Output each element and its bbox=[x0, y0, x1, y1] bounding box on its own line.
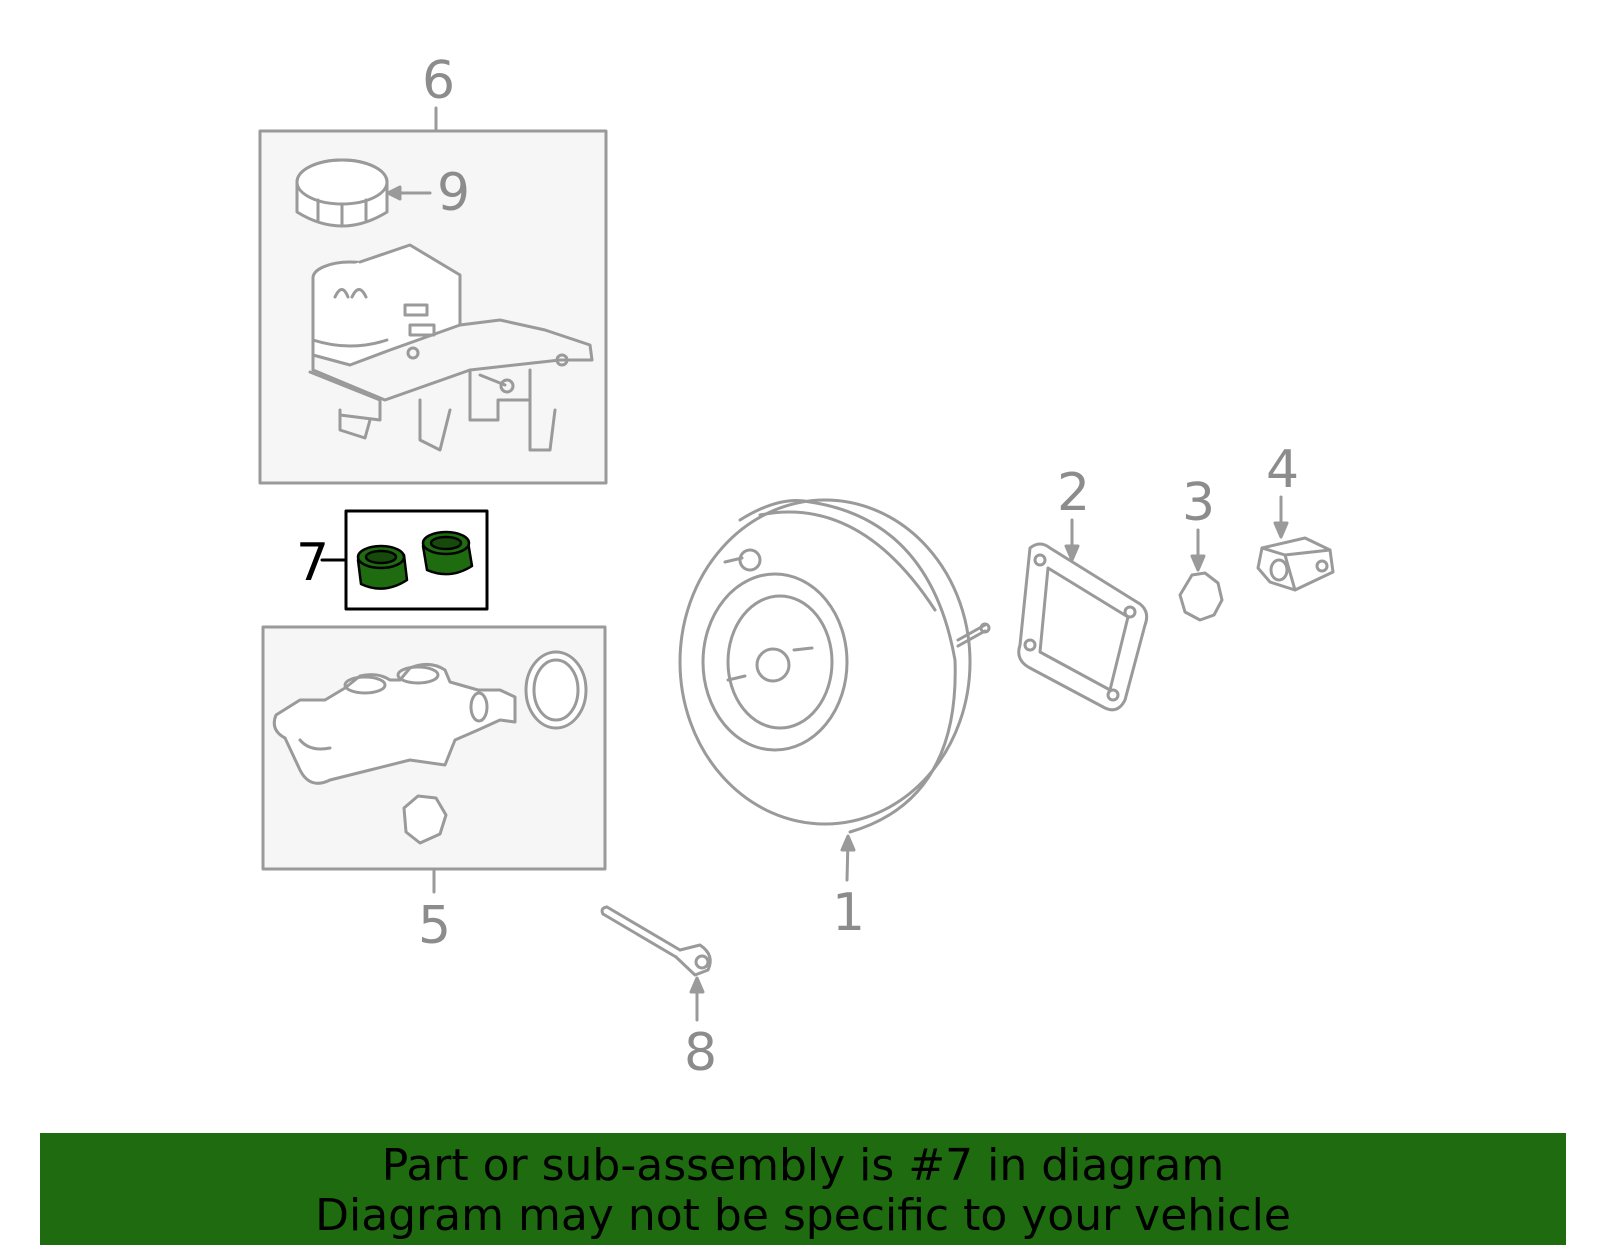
banner-line-1: Part or sub-assembly is #7 in diagram bbox=[381, 1140, 1225, 1191]
callout-7-label: 7 bbox=[296, 533, 329, 593]
brake-booster-part[interactable] bbox=[678, 498, 991, 882]
pin-part[interactable] bbox=[600, 905, 712, 1022]
nut-part[interactable] bbox=[1178, 528, 1224, 622]
master-cylinder-part bbox=[272, 650, 588, 845]
gasket-part[interactable] bbox=[1017, 518, 1149, 712]
callout-3-label: 3 bbox=[1182, 473, 1215, 533]
reservoir-cap-part[interactable] bbox=[295, 158, 432, 228]
part-info-banner: Part or sub-assembly is #7 in diagram Di… bbox=[40, 1133, 1566, 1245]
seal-part-left[interactable] bbox=[356, 544, 409, 590]
callout-8-label: 8 bbox=[684, 1023, 717, 1083]
callout-5-label: 5 bbox=[418, 896, 451, 956]
bracket-part[interactable] bbox=[1256, 495, 1335, 592]
callout-9-label: 9 bbox=[437, 163, 470, 223]
brake-fluid-reservoir bbox=[308, 243, 594, 452]
callout-1-label: 1 bbox=[832, 883, 865, 943]
callout-4-label: 4 bbox=[1266, 440, 1299, 500]
seal-part-right[interactable] bbox=[421, 530, 474, 576]
callout-6-label: 6 bbox=[422, 51, 455, 111]
banner-line-2: Diagram may not be specific to your vehi… bbox=[315, 1190, 1291, 1241]
callout-2-label: 2 bbox=[1057, 463, 1090, 523]
